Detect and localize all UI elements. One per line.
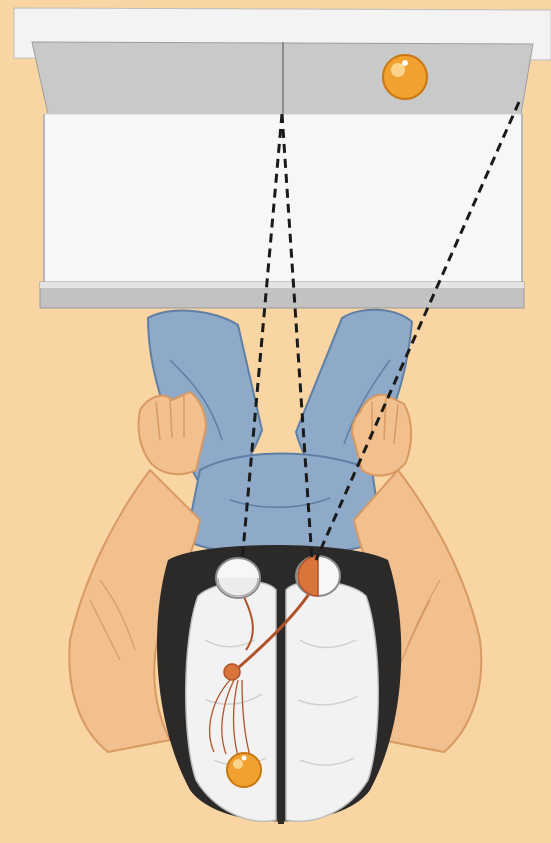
orange-ball-icon bbox=[383, 55, 427, 99]
right-eye-icon bbox=[296, 556, 340, 596]
left-eye-icon bbox=[216, 558, 260, 598]
projected-ball-icon bbox=[227, 753, 261, 787]
brain-icon bbox=[186, 581, 379, 824]
table-top-icon bbox=[14, 8, 551, 308]
